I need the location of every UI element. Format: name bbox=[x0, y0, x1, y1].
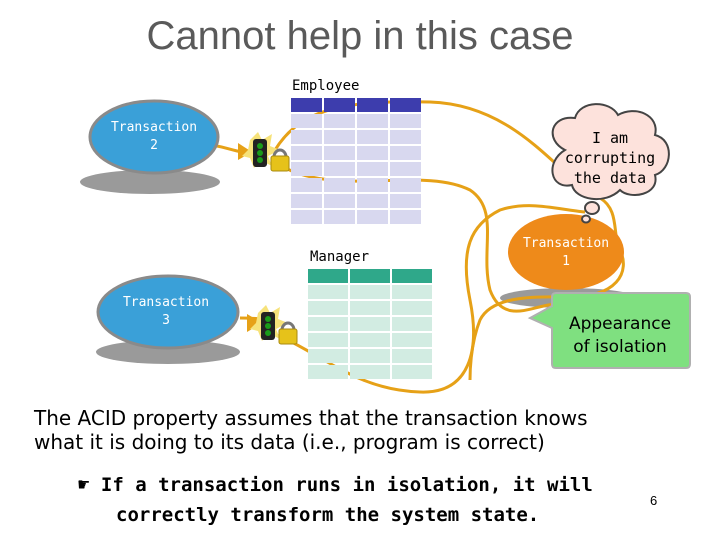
table-row bbox=[291, 194, 421, 208]
transaction3-label: Transaction 3 bbox=[108, 294, 224, 330]
manager-table-label: Manager bbox=[310, 249, 370, 265]
cloud-line2: corrupting bbox=[564, 149, 656, 167]
transaction1-label: Transaction 1 bbox=[508, 235, 624, 271]
table-row bbox=[308, 349, 432, 363]
body-line2: what it is doing to its data (i.e., prog… bbox=[34, 430, 545, 454]
transaction3-path bbox=[277, 204, 586, 394]
callout-line2: of isolation bbox=[573, 337, 667, 357]
manager-table bbox=[306, 267, 434, 381]
thought-cloud-text: I am corrupting the data bbox=[555, 128, 665, 188]
table-row bbox=[291, 178, 421, 192]
transaction2-label-line1: Transaction bbox=[110, 120, 198, 135]
table-row bbox=[291, 130, 421, 144]
pointing-hand-icon: ☛ bbox=[78, 474, 90, 496]
table-row bbox=[308, 301, 432, 315]
transaction3-shadow bbox=[96, 340, 240, 364]
table-row bbox=[291, 210, 421, 224]
table-row bbox=[291, 162, 421, 176]
transaction2-shadow bbox=[80, 170, 220, 194]
cloud-line3: the data bbox=[573, 169, 647, 187]
transaction2-ellipse bbox=[88, 99, 220, 175]
transaction1-label-line1: Transaction bbox=[522, 236, 610, 251]
page-number: 6 bbox=[650, 493, 658, 508]
traffic-light-lock-icon bbox=[250, 305, 298, 345]
table-row bbox=[291, 146, 421, 160]
table-row bbox=[291, 114, 421, 128]
transaction2-label: Transaction 2 bbox=[96, 119, 212, 155]
traffic-light-lock-icon bbox=[242, 132, 290, 172]
slide-title: Cannot help in this case bbox=[146, 14, 574, 58]
table-row bbox=[308, 333, 432, 347]
arrow-head-icon bbox=[247, 314, 262, 332]
bullet-point: ☛ If a transaction runs in isolation, it… bbox=[78, 470, 618, 530]
transaction1-ellipse bbox=[508, 214, 624, 290]
arrow-head-icon bbox=[238, 143, 252, 160]
employee-table-label: Employee bbox=[292, 78, 360, 94]
bullet-line2: correctly transform the system state. bbox=[116, 504, 540, 526]
table-row bbox=[308, 317, 432, 331]
bullet-line1: If a transaction runs in isolation, it w… bbox=[100, 474, 593, 496]
transaction3-label-line2: 3 bbox=[162, 313, 170, 328]
thought-cloud bbox=[551, 103, 670, 224]
table-row bbox=[308, 365, 432, 379]
body-paragraph: The ACID property assumes that the trans… bbox=[34, 406, 694, 454]
employee-table bbox=[289, 96, 423, 226]
callout-line1: Appearance bbox=[568, 314, 672, 334]
transaction2-label-line2: 2 bbox=[150, 138, 158, 153]
transaction1-label-line2: 1 bbox=[562, 254, 570, 269]
callout-bubble bbox=[527, 292, 691, 369]
callout-text: Appearance of isolation bbox=[550, 313, 690, 359]
table-row bbox=[308, 285, 432, 299]
cloud-line1: I am bbox=[591, 129, 629, 147]
table-header-row bbox=[291, 98, 421, 112]
body-line1: The ACID property assumes that the trans… bbox=[34, 406, 588, 430]
transaction3-ellipse bbox=[96, 274, 240, 350]
transaction3-label-line1: Transaction bbox=[122, 295, 210, 310]
table-header-row bbox=[308, 269, 432, 283]
